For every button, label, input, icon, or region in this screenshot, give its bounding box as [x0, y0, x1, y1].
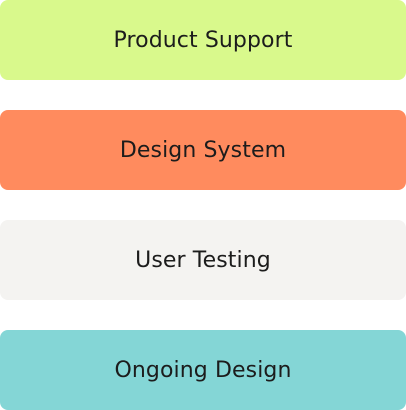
category-label: User Testing — [135, 247, 271, 273]
category-card-product-support[interactable]: Product Support — [0, 0, 406, 80]
category-label: Design System — [119, 137, 287, 163]
category-card-ongoing-design[interactable]: Ongoing Design — [0, 330, 406, 410]
category-card-user-testing[interactable]: User Testing — [0, 220, 406, 300]
category-label: Ongoing Design — [114, 357, 292, 383]
category-card-design-system[interactable]: Design System — [0, 110, 406, 190]
category-label: Product Support — [113, 27, 293, 53]
